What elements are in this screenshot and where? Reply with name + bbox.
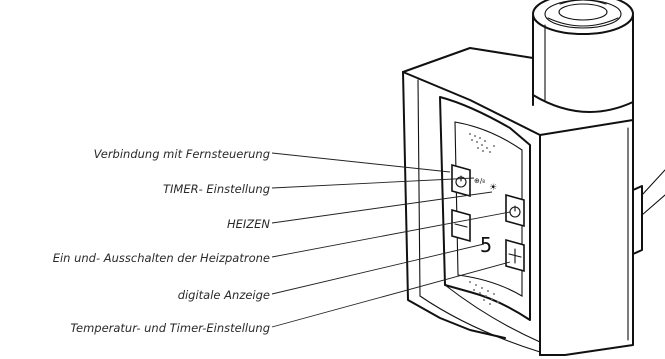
- speaker-grille-bottom: [469, 281, 499, 305]
- label-power-on-off: Ein und- Ausschalten der Heizpatrone: [52, 251, 270, 265]
- heat-symbol: ☀: [489, 183, 497, 193]
- power-timer-button[interactable]: [451, 163, 471, 198]
- pipe-connector: [532, 0, 634, 121]
- plus-button[interactable]: [505, 238, 525, 273]
- housing: [402, 47, 665, 356]
- display-digit: 5: [480, 233, 492, 257]
- heat-power-button[interactable]: [505, 193, 525, 228]
- label-digital-display: digitale Anzeige: [177, 288, 270, 302]
- timer-symbol: ⊕/₈: [474, 177, 485, 185]
- heat-icon: ☀: [489, 183, 497, 193]
- label-temperature-timer-setting: Temperatur- und Timer-Einstellung: [70, 321, 270, 335]
- digital-display: 5: [480, 233, 492, 257]
- leader-lines: [271, 152, 511, 328]
- label-remote-connection: Verbindung mit Fernsteuerung: [93, 147, 270, 161]
- minus-button[interactable]: [451, 208, 471, 243]
- timer-icon: ⊕/₈: [474, 177, 485, 185]
- label-heating: HEIZEN: [226, 217, 270, 231]
- speaker-grille-top: [469, 133, 495, 153]
- label-timer-setting: TIMER- Einstellung: [163, 182, 270, 196]
